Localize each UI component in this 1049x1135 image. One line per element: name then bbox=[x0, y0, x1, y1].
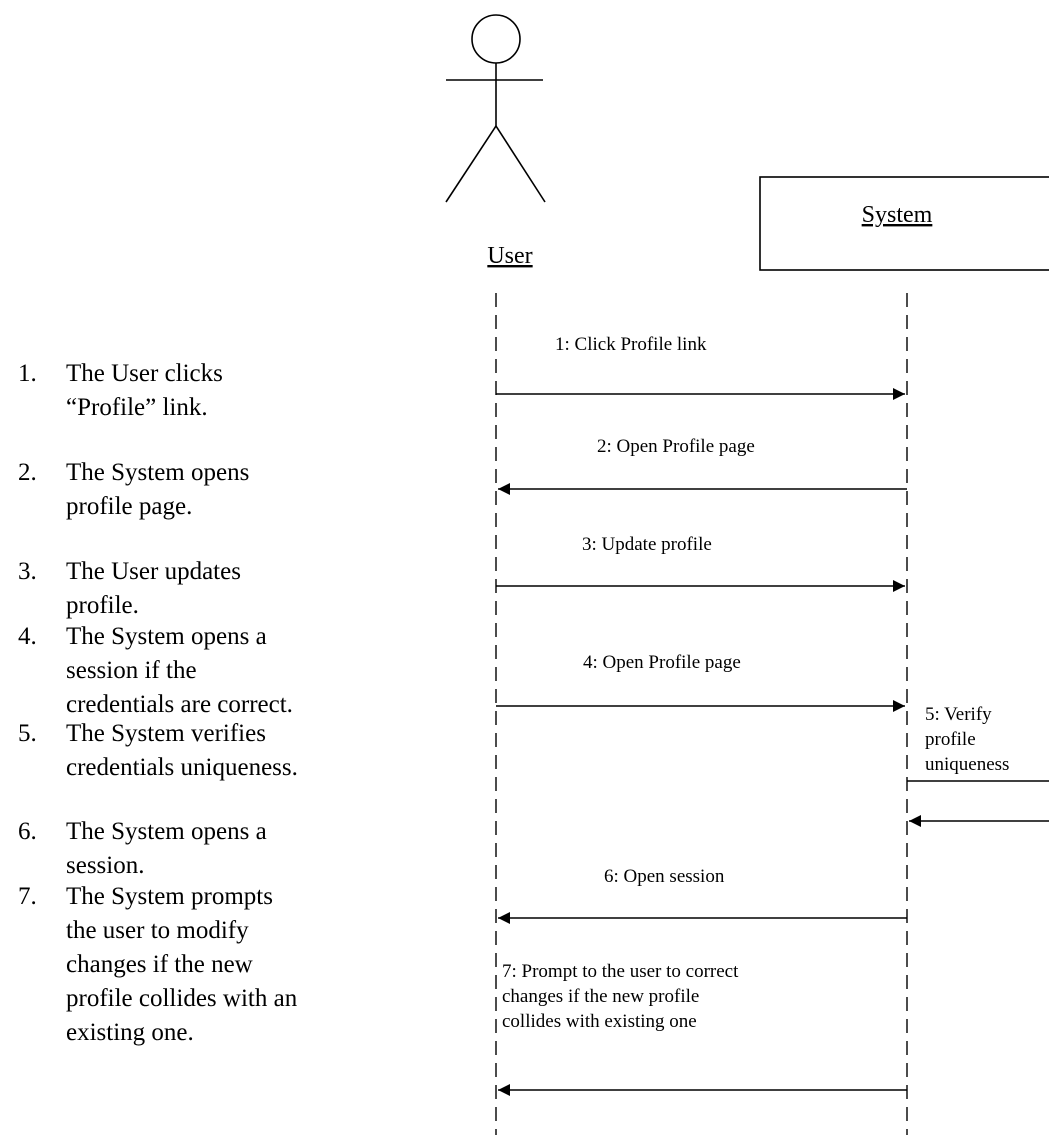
message-label: 4: Open Profile page bbox=[583, 652, 741, 673]
step-text: The System prompts the user to modify ch… bbox=[66, 883, 298, 1046]
step-text: The User updates profile. bbox=[66, 558, 241, 619]
step-text: The System verifies credentials uniquene… bbox=[66, 720, 298, 781]
message-label: 6: Open session bbox=[604, 866, 725, 887]
user-actor-head bbox=[471, 14, 521, 64]
step-number: 4. bbox=[18, 623, 37, 650]
user-actor bbox=[445, 14, 546, 203]
step-text: The System opens profile page. bbox=[66, 459, 250, 520]
step-text: The System opens a session. bbox=[66, 818, 267, 879]
message-label: 2: Open Profile page bbox=[597, 436, 755, 457]
step-number: 2. bbox=[18, 459, 37, 486]
step-number: 1. bbox=[18, 360, 37, 387]
message-label: 3: Update profile bbox=[582, 534, 712, 555]
message-label-line: uniqueness bbox=[925, 754, 1009, 775]
step-text: The User clicks “Profile” link. bbox=[66, 360, 223, 421]
message-label-line: 5: Verify bbox=[925, 704, 992, 725]
message-label-line: 7: Prompt to the user to correct bbox=[502, 961, 739, 982]
user-actor-label: User bbox=[487, 243, 532, 269]
step-number: 3. bbox=[18, 558, 37, 585]
message-label: 7: Prompt to the user to correct changes… bbox=[502, 961, 743, 1032]
user-actor-right-leg bbox=[495, 125, 546, 203]
step-number: 7. bbox=[18, 883, 37, 910]
system-box bbox=[759, 176, 1049, 271]
message-label: 1: Click Profile link bbox=[555, 334, 707, 355]
message-label-line: collides with existing one bbox=[502, 1011, 697, 1032]
message-label-line: changes if the new profile bbox=[502, 986, 699, 1007]
system-label: System bbox=[862, 202, 933, 228]
step-number: 6. bbox=[18, 818, 37, 845]
step-number: 5. bbox=[18, 720, 37, 747]
step-text: The System opens a session if the creden… bbox=[66, 623, 293, 718]
user-actor-left-leg bbox=[445, 125, 497, 203]
message-label: 5: Verify profile uniqueness bbox=[925, 704, 1009, 775]
message-label-line: profile bbox=[925, 729, 976, 750]
